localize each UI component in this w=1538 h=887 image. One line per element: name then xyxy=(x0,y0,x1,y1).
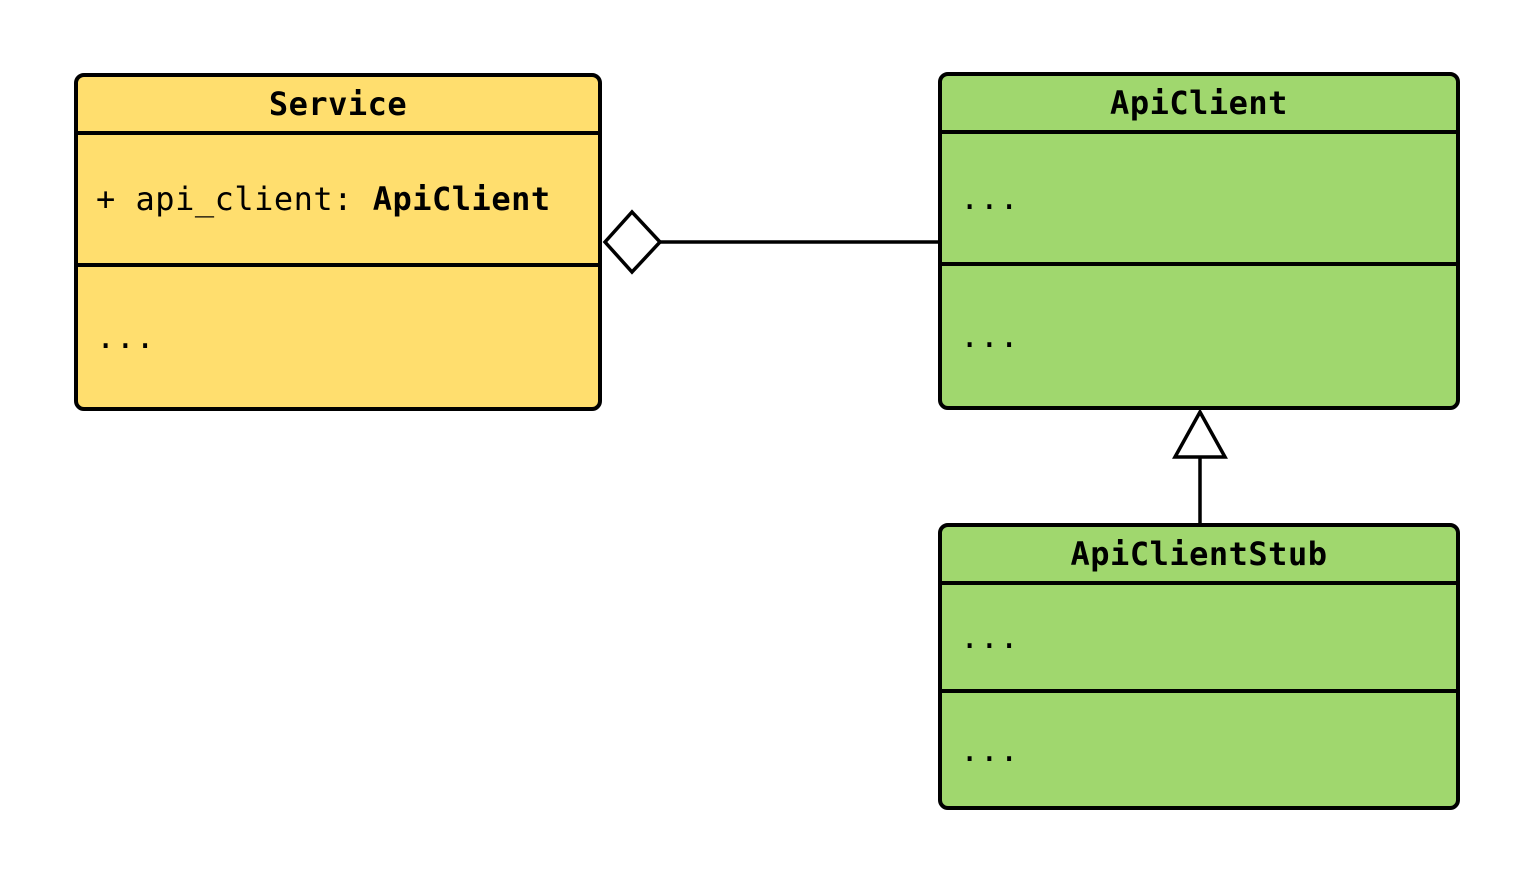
class-methods-apiclientstub: ... xyxy=(942,693,1456,806)
class-title-apiclient: ApiClient xyxy=(942,76,1456,134)
class-title-service: Service xyxy=(78,77,598,135)
class-attributes-apiclient: ... xyxy=(942,134,1456,266)
class-methods-service: ... xyxy=(78,267,598,407)
class-methods-apiclient: ... xyxy=(942,266,1456,406)
class-title-apiclientstub: ApiClientStub xyxy=(942,527,1456,585)
class-box-service: Service + api_client: ApiClient ... xyxy=(74,73,602,411)
attributes-ellipsis: ... xyxy=(960,179,1020,217)
attributes-ellipsis: ... xyxy=(960,618,1020,656)
attribute-type: ApiClient xyxy=(372,180,551,218)
inheritance-triangle-icon xyxy=(1172,408,1228,459)
class-attributes-apiclientstub: ... xyxy=(942,585,1456,693)
attribute-name: + api_client: xyxy=(96,180,373,218)
class-box-apiclientstub: ApiClientStub ... ... xyxy=(938,523,1460,810)
methods-ellipsis: ... xyxy=(960,730,1020,769)
class-box-apiclient: ApiClient ... ... xyxy=(938,72,1460,410)
class-attributes-service: + api_client: ApiClient xyxy=(78,135,598,267)
methods-ellipsis: ... xyxy=(96,318,156,356)
inheritance-connector xyxy=(1172,408,1228,525)
aggregation-diamond-icon xyxy=(602,209,663,275)
methods-ellipsis: ... xyxy=(960,317,1020,355)
aggregation-connector xyxy=(602,209,940,275)
